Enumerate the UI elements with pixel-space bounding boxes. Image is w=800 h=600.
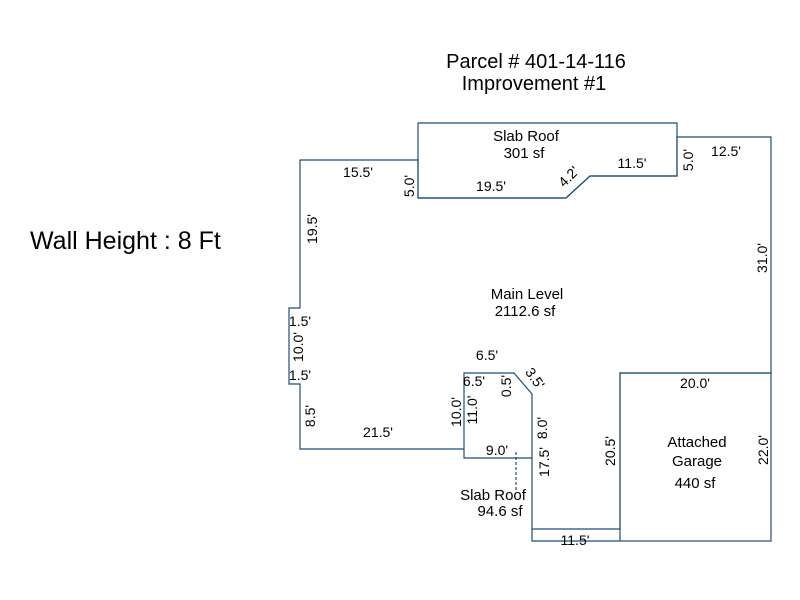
garage-outline <box>619 372 772 542</box>
dimension-label: 20.5' <box>602 436 618 466</box>
dimension-label: 6.5' <box>476 347 498 363</box>
parcel-number-title: Parcel # 401-14-116 <box>446 51 626 73</box>
dimension-label: 5.0' <box>680 149 696 171</box>
dimension-label: 8.0' <box>534 417 550 439</box>
slab-roof-bottom-outline <box>463 449 532 459</box>
garage-area: 440 sf <box>675 475 717 492</box>
dimension-label: 11.5' <box>618 155 647 171</box>
slab-roof-bottom-area: 94.6 sf <box>477 503 523 520</box>
dimension-label: 6.5' <box>463 373 485 389</box>
garage-name-line1: Attached <box>667 434 726 451</box>
dimension-label: 21.5' <box>363 424 393 440</box>
dimension-label: 8.5' <box>302 405 318 427</box>
main-level-name: Main Level <box>491 286 564 303</box>
garage-name-line2: Garage <box>672 453 722 470</box>
improvement-title: Improvement #1 <box>462 73 607 95</box>
dimension-label: 1.5' <box>289 367 311 383</box>
dimension-label: 20.0' <box>680 375 710 391</box>
dimension-label: 19.5' <box>304 214 320 244</box>
slab-roof-top-outline <box>417 122 678 199</box>
dimension-label: 11.5' <box>561 532 590 548</box>
dimension-label: 10.0' <box>290 332 306 362</box>
dimension-label: 4.2' <box>555 163 582 190</box>
slab-roof-bottom-edge <box>531 529 620 542</box>
slab-roof-top-name: Slab Roof <box>493 128 560 145</box>
main-level-outline <box>288 136 772 530</box>
dimension-label: 0.5' <box>498 375 514 397</box>
dimension-label: 15.5' <box>343 164 373 180</box>
dimension-label: 9.0' <box>486 442 508 458</box>
main-level-area: 2112.6 sf <box>495 303 556 320</box>
dimension-label: 31.0' <box>754 243 770 273</box>
dimension-label: 17.5' <box>536 447 552 477</box>
slab-roof-bottom-name: Slab Roof <box>460 487 527 504</box>
dimension-label: 19.5' <box>476 178 506 194</box>
dimension-label: 22.0' <box>755 435 771 465</box>
dimension-label: 10.0' <box>448 397 464 427</box>
dimension-label: 1.5' <box>289 313 311 329</box>
dimension-label: 12.5' <box>711 143 741 159</box>
dimension-label: 11.0' <box>464 396 480 425</box>
slab-roof-top-area: 301 sf <box>504 145 546 162</box>
dimension-label: 5.0' <box>401 175 417 197</box>
wall-height-label: Wall Height : 8 Ft <box>30 227 221 255</box>
